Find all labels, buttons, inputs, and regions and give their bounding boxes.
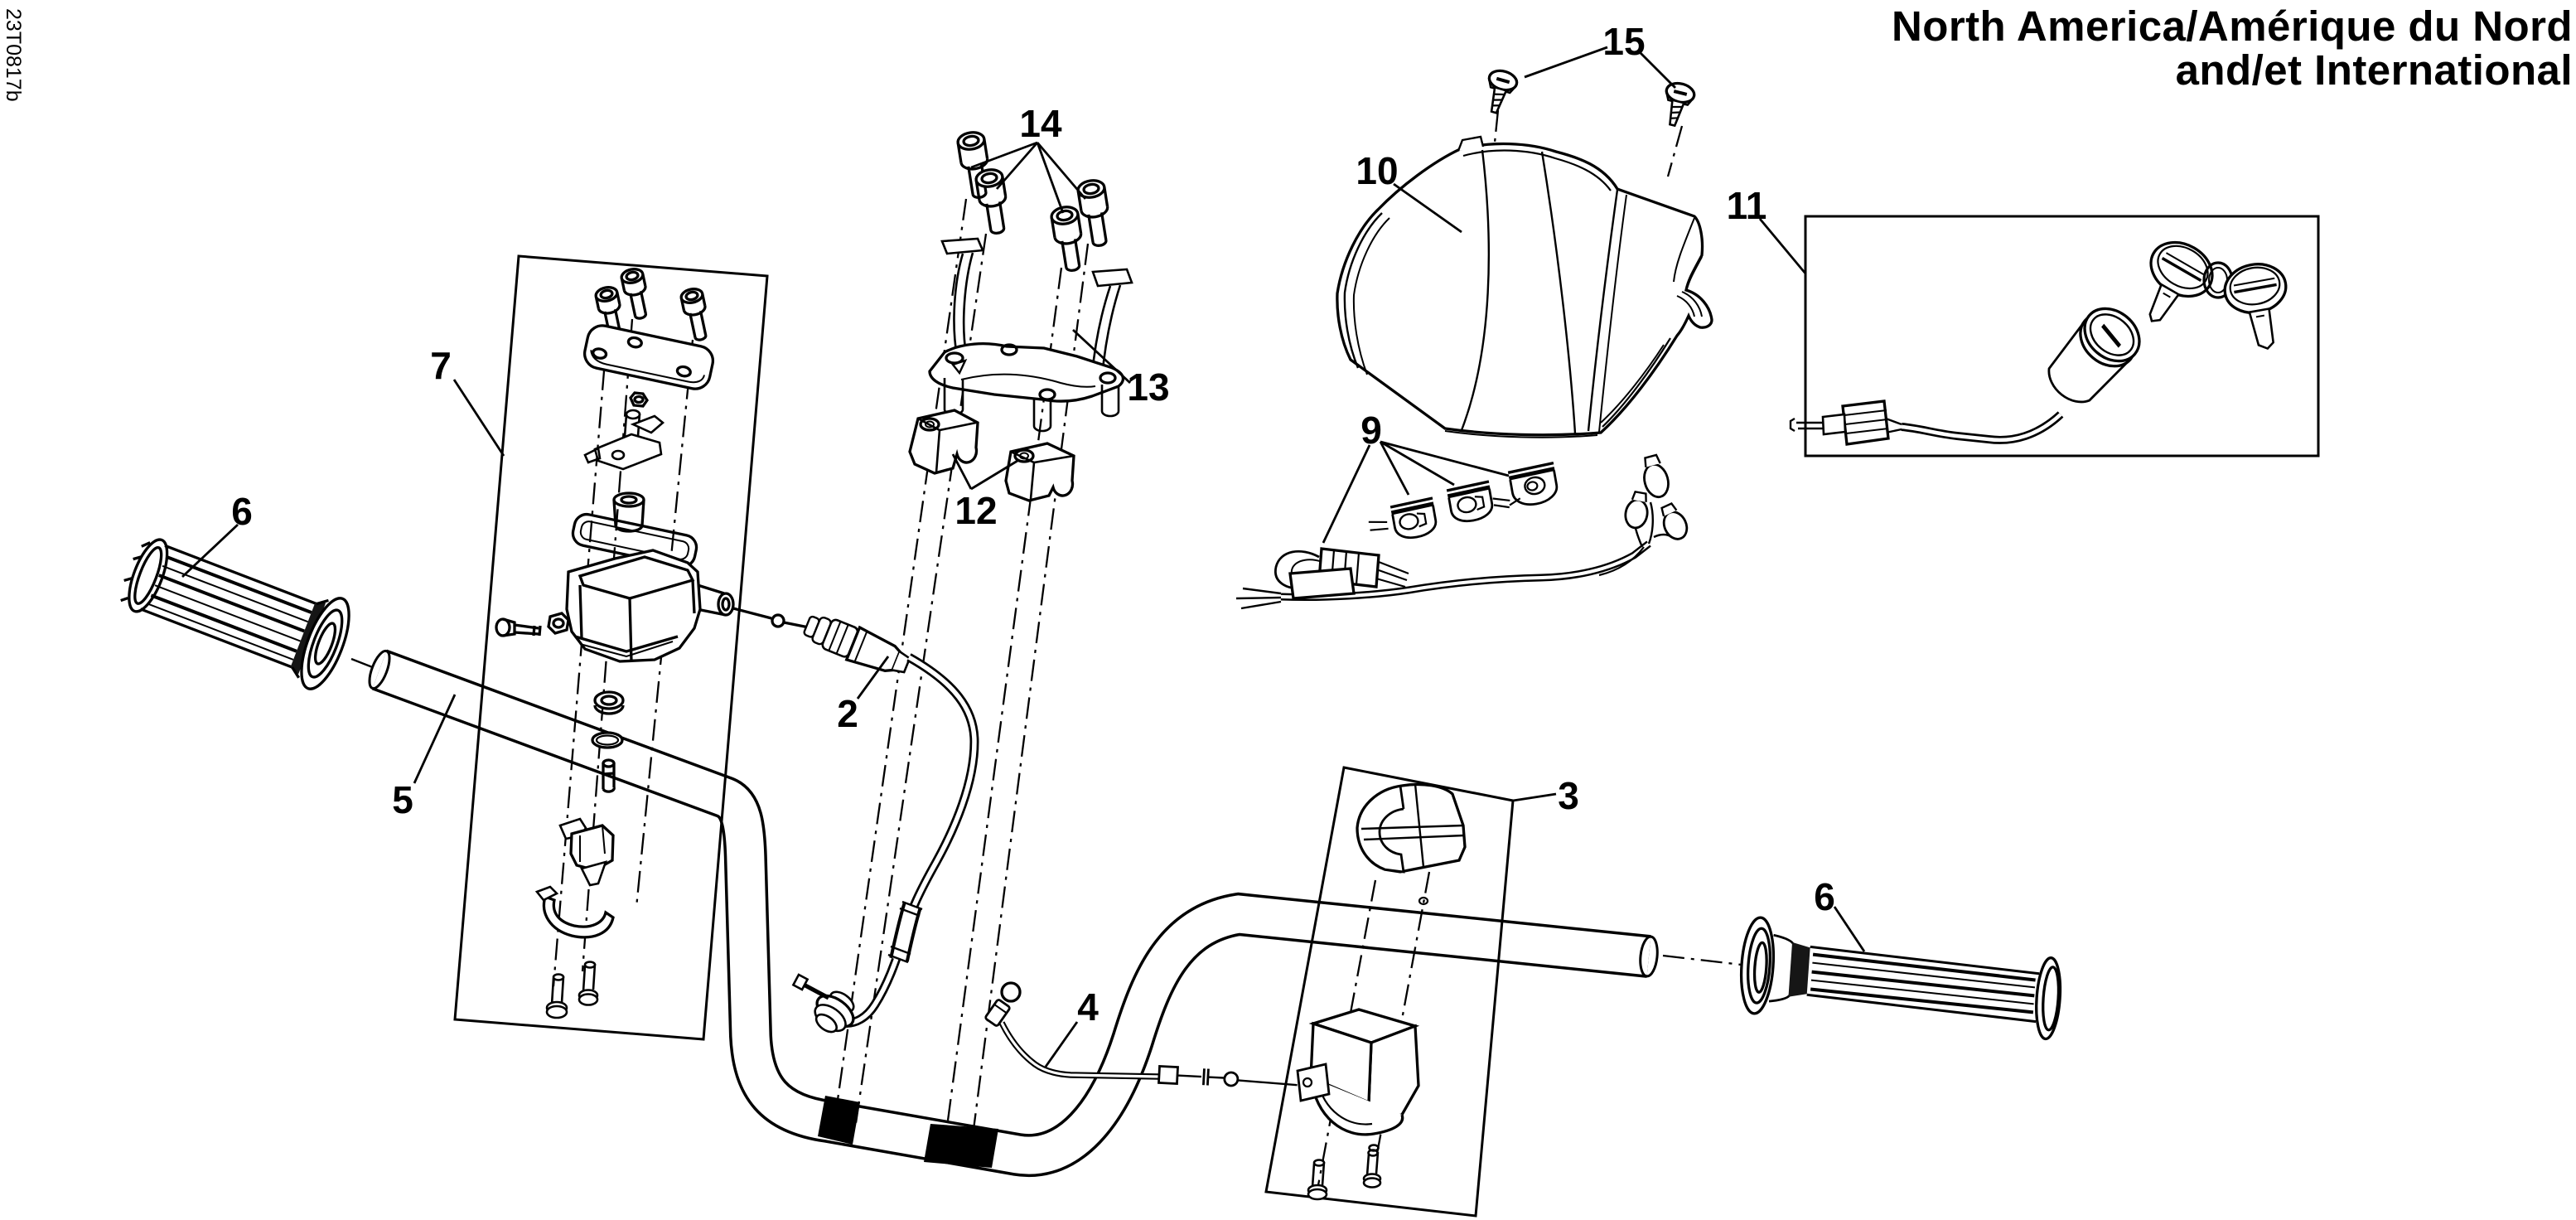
svg-text:6: 6: [231, 490, 253, 533]
svg-text:2: 2: [837, 692, 858, 735]
svg-text:and/et International: and/et International: [2176, 46, 2573, 94]
svg-text:23T0817b: 23T0817b: [2, 8, 25, 102]
svg-text:15: 15: [1602, 20, 1645, 63]
svg-text:13: 13: [1127, 366, 1169, 409]
svg-text:14: 14: [1019, 102, 1062, 145]
svg-text:North America/Amérique du Nord: North America/Amérique du Nord: [1892, 2, 2573, 50]
svg-text:11: 11: [1727, 184, 1767, 227]
svg-text:12: 12: [955, 489, 997, 532]
svg-text:3: 3: [1558, 774, 1579, 817]
svg-text:7: 7: [430, 344, 452, 387]
svg-text:9: 9: [1360, 409, 1382, 452]
svg-text:4: 4: [1077, 985, 1099, 1029]
svg-text:10: 10: [1356, 149, 1398, 192]
svg-text:5: 5: [392, 778, 413, 821]
svg-text:6: 6: [1814, 875, 1835, 918]
